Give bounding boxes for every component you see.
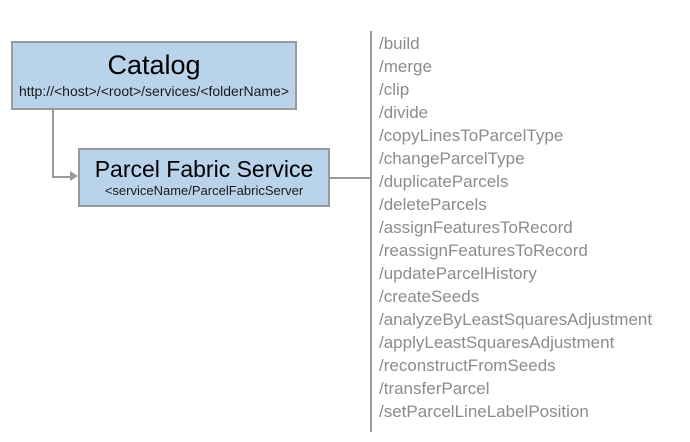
operation-item: /changeParcelType: [379, 149, 525, 168]
connector-service-to-operations: [330, 177, 371, 179]
connector-catalog-vertical: [52, 110, 54, 178]
operation-item: /deleteParcels: [379, 195, 487, 214]
service-node-path: <serviceName/ParcelFabricServer: [104, 183, 304, 198]
operation-item: /divide: [379, 103, 429, 122]
catalog-node: Catalog http://<host>/<root>/services/<f…: [11, 41, 297, 110]
operation-item: /updateParcelHistory: [379, 264, 537, 283]
operation-item: /applyLeastSquaresAdjustment: [379, 333, 615, 352]
operations-list: /build/merge/clip/divide/copyLinesToParc…: [379, 32, 679, 423]
operation-item: /transferParcel: [379, 379, 490, 398]
parcel-fabric-service-node: Parcel Fabric Service <serviceName/Parce…: [78, 148, 330, 207]
operation-item: /merge: [379, 57, 432, 76]
operations-divider: [370, 31, 372, 432]
operation-item: /createSeeds: [379, 287, 480, 306]
operation-item: /duplicateParcels: [379, 172, 509, 191]
operation-item: /assignFeaturesToRecord: [379, 218, 573, 237]
arrowhead-icon: [70, 171, 78, 181]
catalog-node-title: Catalog: [107, 50, 201, 81]
connector-catalog-horizontal: [52, 176, 72, 178]
operation-item: /clip: [379, 80, 410, 99]
operation-item: /setParcelLineLabelPosition: [379, 402, 589, 421]
operation-item: /copyLinesToParcelType: [379, 126, 564, 145]
operation-item: /reconstructFromSeeds: [379, 356, 556, 375]
operation-item: /analyzeByLeastSquaresAdjustment: [379, 310, 653, 329]
service-node-title: Parcel Fabric Service: [94, 155, 314, 182]
catalog-node-url: http://<host>/<root>/services/<folderNam…: [18, 83, 290, 100]
operation-item: /reassignFeaturesToRecord: [379, 241, 588, 260]
operation-item: /build: [379, 34, 420, 53]
